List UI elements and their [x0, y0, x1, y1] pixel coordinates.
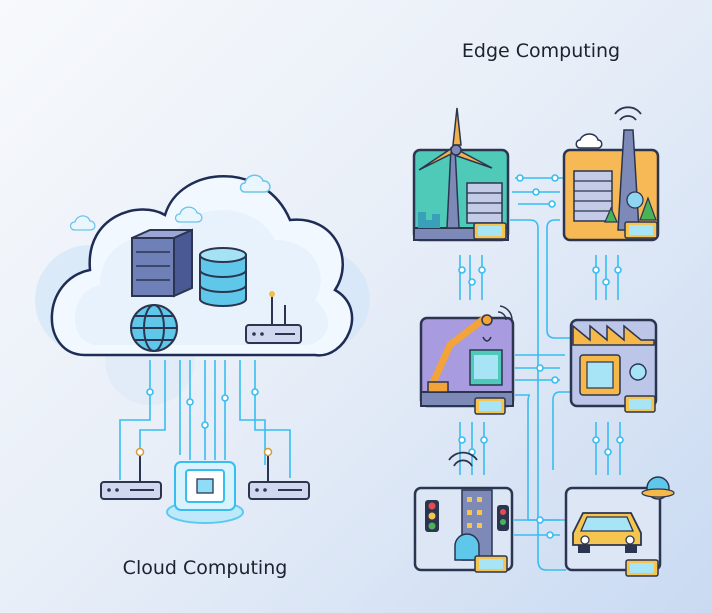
small-cloud-icon — [174, 206, 203, 223]
server-rack-icon — [131, 228, 193, 298]
small-cloud-icon — [69, 215, 96, 231]
router-icon — [100, 447, 162, 500]
cloud-network-wires — [119, 360, 291, 480]
globe-icon — [130, 304, 178, 352]
cell-tower-panel — [562, 106, 660, 242]
edge-computing-title: Edge Computing — [461, 40, 621, 62]
small-cloud-icon — [239, 174, 271, 193]
smart-city-panel — [413, 451, 514, 573]
cloud-computing-title: Cloud Computing — [122, 557, 288, 579]
robot-arm-panel — [419, 305, 515, 415]
router-icon — [248, 447, 310, 500]
factory-panel — [569, 318, 658, 413]
database-icon — [199, 247, 247, 307]
edge-network-wires — [458, 174, 624, 571]
connected-car-panel — [564, 476, 675, 577]
router-icon — [245, 291, 302, 344]
processor-chip-icon — [166, 461, 244, 524]
wind-turbine-panel — [412, 107, 510, 242]
